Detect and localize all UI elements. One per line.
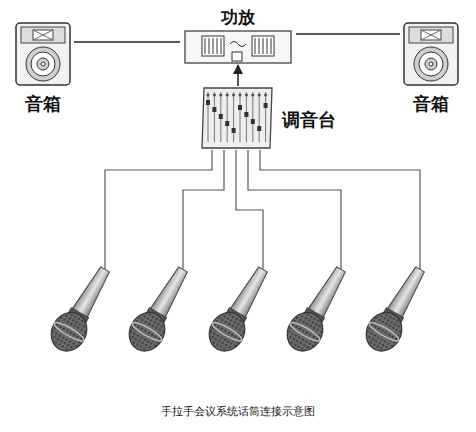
mic-wire — [105, 150, 420, 269]
speaker-icon — [403, 22, 459, 86]
signal-cable — [296, 33, 400, 35]
mixer-icon — [200, 86, 274, 150]
signal-cable — [74, 41, 180, 43]
mixer-box: 调音台 — [200, 86, 340, 150]
figure-caption: 手拉手会议系统话筒连接示意图 — [0, 404, 476, 419]
node-label: 功放 — [221, 6, 255, 29]
amp-icon — [184, 30, 292, 64]
speaker-box: 音箱 — [400, 22, 462, 116]
node-label: 音箱 — [413, 92, 449, 116]
signal-cable — [237, 65, 239, 86]
node-label: 音箱 — [25, 92, 61, 116]
speaker-box: 音箱 — [12, 22, 74, 116]
amplifier-box: 功放 — [180, 6, 296, 64]
node-label: 调音台 — [282, 108, 336, 132]
speaker-icon — [15, 22, 71, 86]
